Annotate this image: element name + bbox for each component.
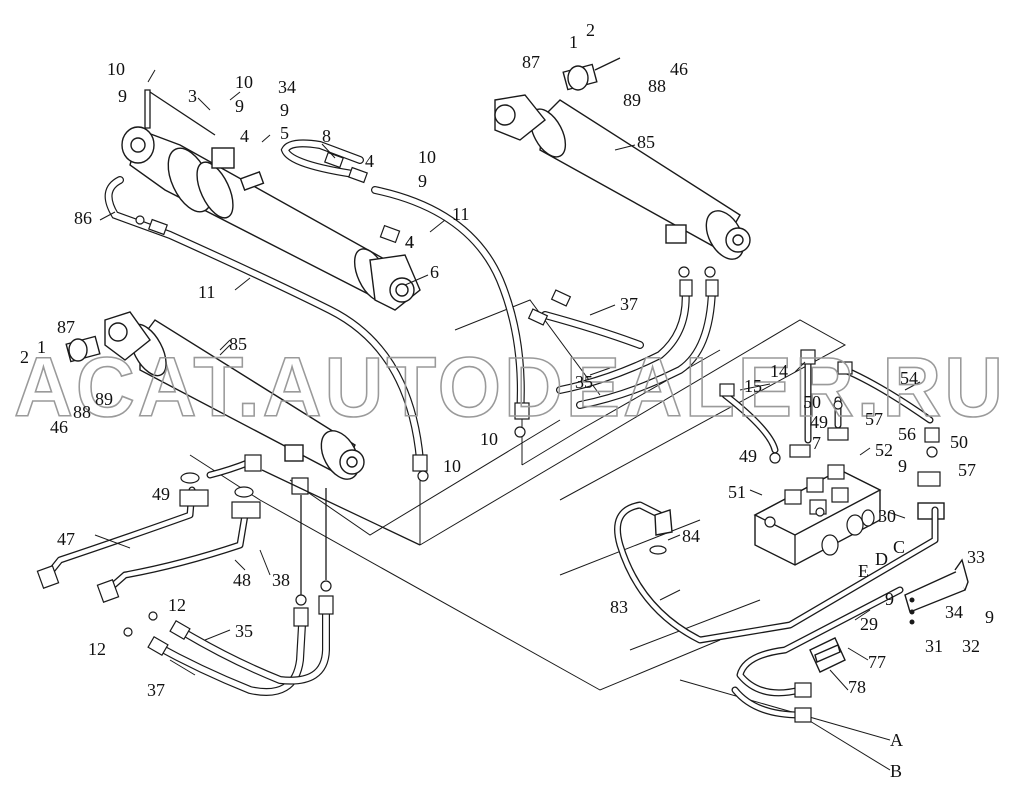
callout-label: 9	[898, 456, 907, 476]
callout-label: B	[890, 761, 902, 781]
callout-label: E	[858, 561, 869, 581]
callout-label: 29	[860, 614, 878, 634]
left-lower-cylinder	[65, 311, 365, 480]
valve-block	[753, 427, 945, 566]
hose-11-upper	[104, 176, 424, 464]
callout-label: 15	[744, 376, 762, 396]
right-tubes	[614, 349, 940, 723]
callout-label: 48	[233, 570, 251, 590]
clamp-78	[809, 637, 846, 673]
callout-label: 89	[623, 90, 641, 110]
callout-label: 49	[810, 412, 828, 432]
callout-label: 10	[418, 147, 436, 167]
callout-label: 46	[50, 417, 68, 437]
callout-label: 14	[770, 361, 788, 381]
callout-label: 34	[278, 77, 296, 97]
callout-label: C	[893, 537, 905, 557]
callout-label: 52	[875, 440, 893, 460]
callout-label: 88	[648, 76, 666, 96]
callout-label: 12	[168, 595, 186, 615]
callout-label: 8	[322, 126, 331, 146]
callout-label: 83	[610, 597, 628, 617]
callout-label: 38	[272, 570, 290, 590]
callout-label: 4	[405, 232, 414, 252]
callout-label: 7	[812, 433, 821, 453]
callout-label: D	[875, 549, 888, 569]
hoses-right-upper	[527, 266, 719, 409]
callout-label: 4	[405, 232, 414, 252]
callout-label: 85	[637, 132, 655, 152]
callout-label: 34	[945, 602, 963, 622]
callout-label: 6	[430, 262, 439, 282]
callout-label: 50	[803, 392, 821, 412]
lower-left-tubes	[36, 454, 309, 603]
callout-label: 37	[147, 680, 165, 700]
callout-label: 54	[900, 368, 918, 388]
callout-label: 35	[575, 372, 593, 392]
bracket-33	[904, 558, 969, 625]
callout-label: 10	[235, 72, 253, 92]
callout-label: 10	[443, 456, 461, 476]
callout-label: 2	[586, 20, 595, 40]
callout-label: 46	[670, 59, 688, 79]
callout-label: 35	[235, 621, 253, 641]
callout-label: 3	[188, 86, 197, 106]
callout-label: 57	[865, 409, 883, 429]
callout-label: 31	[925, 636, 943, 656]
callout-label: 32	[962, 636, 980, 656]
callout-label: 30	[878, 506, 896, 526]
callout-label: 87	[522, 52, 540, 72]
callout-label: 77	[868, 652, 886, 672]
callout-label: 11	[452, 204, 469, 224]
callout-label: 51	[728, 482, 746, 502]
callout-label: 56	[898, 424, 916, 444]
callout-label: 2	[20, 347, 29, 367]
watermark-text: ACAT.AUTODEALER.RU	[14, 340, 1006, 434]
callout-label: 9	[235, 96, 244, 116]
lower-left-hoses	[123, 469, 421, 696]
callout-label: 89	[95, 389, 113, 409]
callout-label: 33	[967, 547, 985, 567]
callout-label: 11	[198, 282, 215, 302]
callout-label: 88	[73, 402, 91, 422]
callout-label: 4	[365, 151, 374, 171]
callout-label: 9	[280, 100, 289, 120]
leader-lines	[94, 69, 921, 691]
right-upper-cylinder	[494, 57, 751, 260]
callout-label: 1	[37, 337, 46, 357]
callout-label: 85	[229, 334, 247, 354]
callout-label: 4	[240, 126, 249, 146]
callout-label: 5	[280, 123, 289, 143]
callout-label: 47	[57, 529, 75, 549]
callout-labels: 10 9 3 10 9 34 9 5 4 4 8 4 10 9 11 4 6 8…	[20, 20, 994, 781]
callout-label: 49	[739, 446, 757, 466]
callout-label: 9	[885, 589, 894, 609]
callout-label: 37	[620, 294, 638, 314]
callout-label: 12	[88, 639, 106, 659]
fittings-upper	[135, 151, 530, 482]
hose-11-loop	[280, 139, 525, 419]
callout-label: 1	[569, 32, 578, 52]
assembly-lines	[189, 299, 891, 771]
callout-label: 49	[152, 484, 170, 504]
callout-label: 10	[107, 59, 125, 79]
callout-label: 9	[118, 86, 127, 106]
callout-label: 87	[57, 317, 75, 337]
callout-label: 50	[950, 432, 968, 452]
callout-label: 57	[958, 460, 976, 480]
callout-label: 78	[848, 677, 866, 697]
callout-label: A	[890, 730, 903, 750]
callout-label: 86	[74, 208, 92, 228]
callout-label: 9	[418, 171, 427, 191]
callout-label: 9	[985, 607, 994, 627]
callout-label: 10	[480, 429, 498, 449]
callout-label: 84	[682, 526, 700, 546]
left-upper-cylinder	[121, 89, 421, 311]
